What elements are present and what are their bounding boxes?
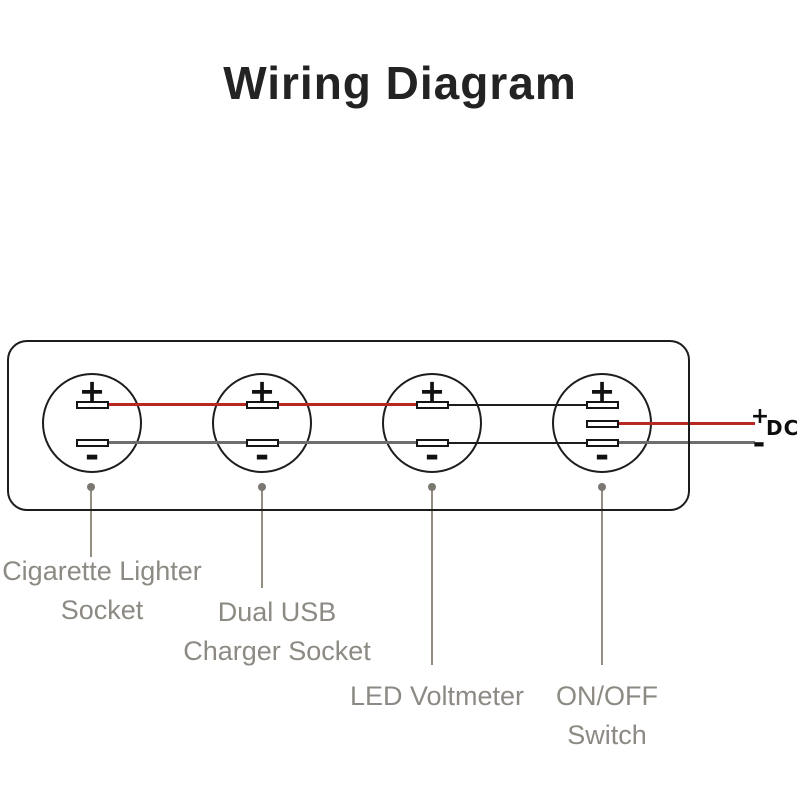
label-line: LED Voltmeter	[349, 681, 525, 711]
dc-positive-sign: +	[750, 403, 770, 429]
label-line: Charger Socket	[183, 636, 371, 666]
leader-line-voltmeter	[431, 487, 433, 665]
leader-dot-dual-usb	[258, 483, 266, 491]
plus-sign: +	[78, 372, 106, 410]
input-terminal-switch	[586, 401, 619, 409]
label-line: ON/OFF	[556, 681, 658, 711]
negative-terminal-switch	[586, 439, 619, 447]
output-terminal-switch	[586, 420, 619, 428]
leader-line-cigarette-lighter	[90, 487, 92, 557]
label-led-voltmeter: LED Voltmeter	[350, 677, 524, 716]
minus-sign: -	[594, 436, 610, 476]
plus-sign: +	[588, 372, 616, 410]
leader-dot-switch	[598, 483, 606, 491]
label-line: Socket	[60, 595, 144, 625]
label-dual-usb-charger-socket: Dual USB Charger Socket	[183, 593, 371, 671]
leader-dot-cigarette-lighter	[87, 483, 95, 491]
positive-wire-to-dc	[602, 422, 755, 425]
label-line: Dual USB	[217, 597, 337, 627]
minus-sign: -	[254, 436, 270, 476]
label-cigarette-lighter-socket: Cigarette Lighter Socket	[2, 552, 202, 630]
plus-sign: +	[418, 372, 446, 410]
leader-line-dual-usb	[261, 487, 263, 588]
leader-dot-voltmeter	[428, 483, 436, 491]
switch-link-wire-bottom	[432, 442, 602, 444]
switch-link-wire-top	[432, 404, 602, 406]
label-on-off-switch: ON/OFF Switch	[556, 677, 658, 755]
circle-led-voltmeter	[382, 373, 482, 473]
negative-terminal-dual-usb	[246, 439, 279, 447]
label-line: Switch	[567, 720, 647, 750]
dc-label: DC	[766, 416, 800, 440]
negative-wire-to-dc	[602, 441, 755, 444]
positive-terminal-voltmeter	[416, 401, 449, 409]
circle-cigarette-lighter-socket	[42, 373, 142, 473]
page-title: Wiring Diagram	[223, 57, 577, 109]
circle-dual-usb-charger-socket	[212, 373, 312, 473]
minus-sign: -	[424, 436, 440, 476]
negative-terminal-cigarette-lighter	[76, 439, 109, 447]
positive-terminal-cigarette-lighter	[76, 401, 109, 409]
mounting-panel	[7, 340, 690, 511]
minus-sign: -	[84, 436, 100, 476]
negative-terminal-voltmeter	[416, 439, 449, 447]
label-line: Cigarette Lighter	[2, 556, 202, 586]
positive-terminal-dual-usb	[246, 401, 279, 409]
dc-negative-sign: -	[752, 425, 766, 461]
plus-sign: +	[248, 372, 276, 410]
leader-line-switch	[601, 487, 603, 665]
